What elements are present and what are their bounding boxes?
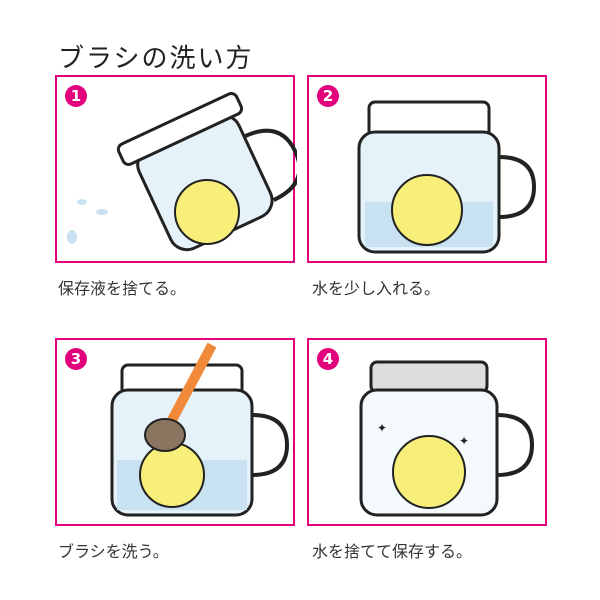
step-3-panel: 3 <box>55 338 295 526</box>
closed-jar-illustration: ✦✦ <box>359 360 535 517</box>
step-3-caption: ブラシを洗う。 <box>58 542 169 561</box>
step-number-badge: 4 <box>317 348 339 370</box>
svg-text:✦: ✦ <box>377 421 387 435</box>
step-1-panel: 1 <box>55 75 297 263</box>
svg-text:✦: ✦ <box>459 434 469 448</box>
brush-washing-illustration <box>110 342 290 517</box>
step-4-panel: ✦✦ 4 <box>307 338 547 526</box>
step-4-caption: 水を捨てて保存する。 <box>312 542 473 561</box>
step-2-panel: 2 <box>307 75 547 263</box>
step-2-caption: 水を少し入れる。 <box>312 279 441 298</box>
step-number-badge: 1 <box>65 85 87 107</box>
jar-tilted-illustration <box>67 92 297 252</box>
step-number-badge: 2 <box>317 85 339 107</box>
step-1-caption: 保存液を捨てる。 <box>58 279 187 298</box>
step-number-badge: 3 <box>65 348 87 370</box>
page-title: ブラシの洗い方 <box>58 44 254 74</box>
jar-with-water-illustration <box>357 100 537 254</box>
